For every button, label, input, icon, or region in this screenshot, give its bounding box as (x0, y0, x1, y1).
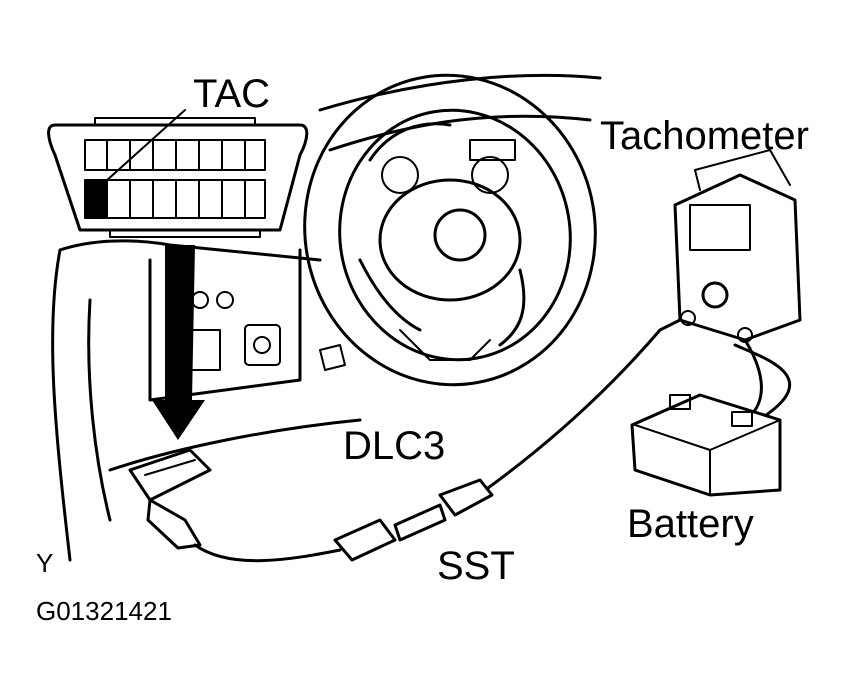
instrument-cluster (368, 122, 516, 194)
dashboard (51, 73, 602, 562)
battery (630, 393, 782, 497)
sst-label: SST (437, 544, 515, 588)
dlc3-label: DLC3 (343, 424, 446, 468)
cables (193, 313, 792, 563)
connector-pins (84, 139, 266, 219)
sst-plug (146, 478, 494, 562)
tachometer-label: Tachometer (600, 114, 809, 158)
connector-detail (47, 109, 309, 238)
dlc3-port (128, 448, 212, 502)
corner-mark: Y (36, 548, 54, 578)
figure-code: G01321421 (36, 596, 172, 626)
tac-terminal (86, 181, 106, 217)
steering-wheel (303, 73, 597, 387)
arrow-down-icon (152, 245, 205, 440)
tachometer (673, 149, 802, 343)
battery-label: Battery (627, 502, 754, 546)
tac-leader-line (95, 109, 186, 191)
tac-label: TAC (193, 72, 271, 116)
